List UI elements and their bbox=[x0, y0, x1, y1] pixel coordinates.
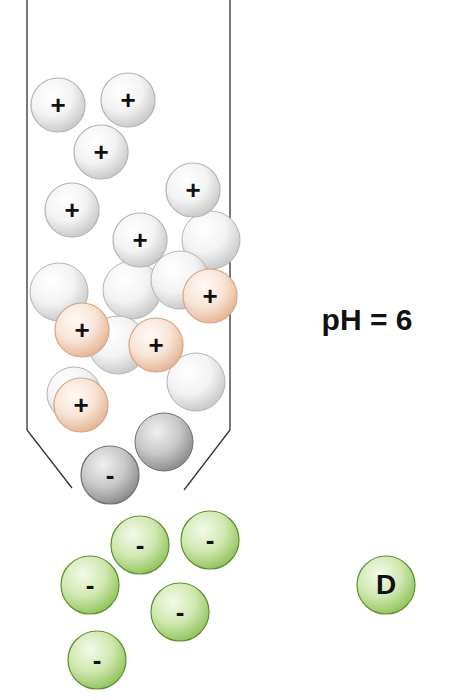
sphere-body bbox=[181, 511, 239, 569]
bound-cation-bead: + bbox=[54, 302, 110, 358]
cation-bead: + bbox=[30, 77, 86, 133]
charge-sign: + bbox=[73, 392, 88, 418]
anion-sphere: - bbox=[60, 555, 120, 615]
bound-cation-bead: + bbox=[182, 268, 238, 324]
charge-sign: + bbox=[132, 227, 147, 253]
sphere-body bbox=[68, 631, 126, 689]
cation-bead: + bbox=[44, 182, 100, 238]
sphere-body bbox=[55, 303, 109, 357]
bound-cation-bead: + bbox=[53, 377, 109, 433]
sphere-body bbox=[81, 446, 139, 504]
anion-sphere: - bbox=[150, 582, 210, 642]
ph-label: pH = 6 bbox=[322, 303, 413, 337]
cation-bead: + bbox=[100, 72, 156, 128]
sphere-body bbox=[113, 213, 167, 267]
charge-sign: + bbox=[202, 283, 217, 309]
sphere-body bbox=[111, 516, 169, 574]
anion-sphere: - bbox=[67, 630, 127, 690]
bound-cation-bead: + bbox=[128, 317, 184, 373]
sphere-body bbox=[54, 378, 108, 432]
sphere-body bbox=[151, 583, 209, 641]
anion-sphere: - bbox=[180, 510, 240, 570]
sphere-body bbox=[45, 183, 99, 237]
charge-sign: + bbox=[74, 317, 89, 343]
sphere-body bbox=[166, 163, 220, 217]
charge-sign: + bbox=[120, 87, 135, 113]
cation-bead: + bbox=[112, 212, 168, 268]
charge-sign: + bbox=[93, 139, 108, 165]
anion-sphere: - bbox=[110, 515, 170, 575]
charge-sign: + bbox=[64, 197, 79, 223]
charge-sign: - bbox=[206, 527, 215, 553]
sphere-body bbox=[31, 78, 85, 132]
charge-sign: + bbox=[185, 177, 200, 203]
sphere-body bbox=[183, 269, 237, 323]
cation-bead: + bbox=[73, 124, 129, 180]
charge-sign: - bbox=[93, 647, 102, 673]
cation-bead: + bbox=[165, 162, 221, 218]
sphere-body bbox=[357, 556, 415, 614]
sphere-body bbox=[61, 556, 119, 614]
anion-bead: - bbox=[80, 445, 140, 505]
grey-bead bbox=[135, 413, 193, 471]
charge-sign: - bbox=[86, 572, 95, 598]
sphere-body bbox=[101, 73, 155, 127]
charge-sign: - bbox=[136, 532, 145, 558]
sphere-body bbox=[74, 125, 128, 179]
anion-sphere: D bbox=[356, 555, 416, 615]
sphere-letter: D bbox=[376, 571, 396, 599]
charge-sign: - bbox=[106, 462, 115, 488]
charge-sign: + bbox=[148, 332, 163, 358]
charge-sign: - bbox=[176, 599, 185, 625]
charge-sign: + bbox=[50, 92, 65, 118]
sphere-body bbox=[129, 318, 183, 372]
